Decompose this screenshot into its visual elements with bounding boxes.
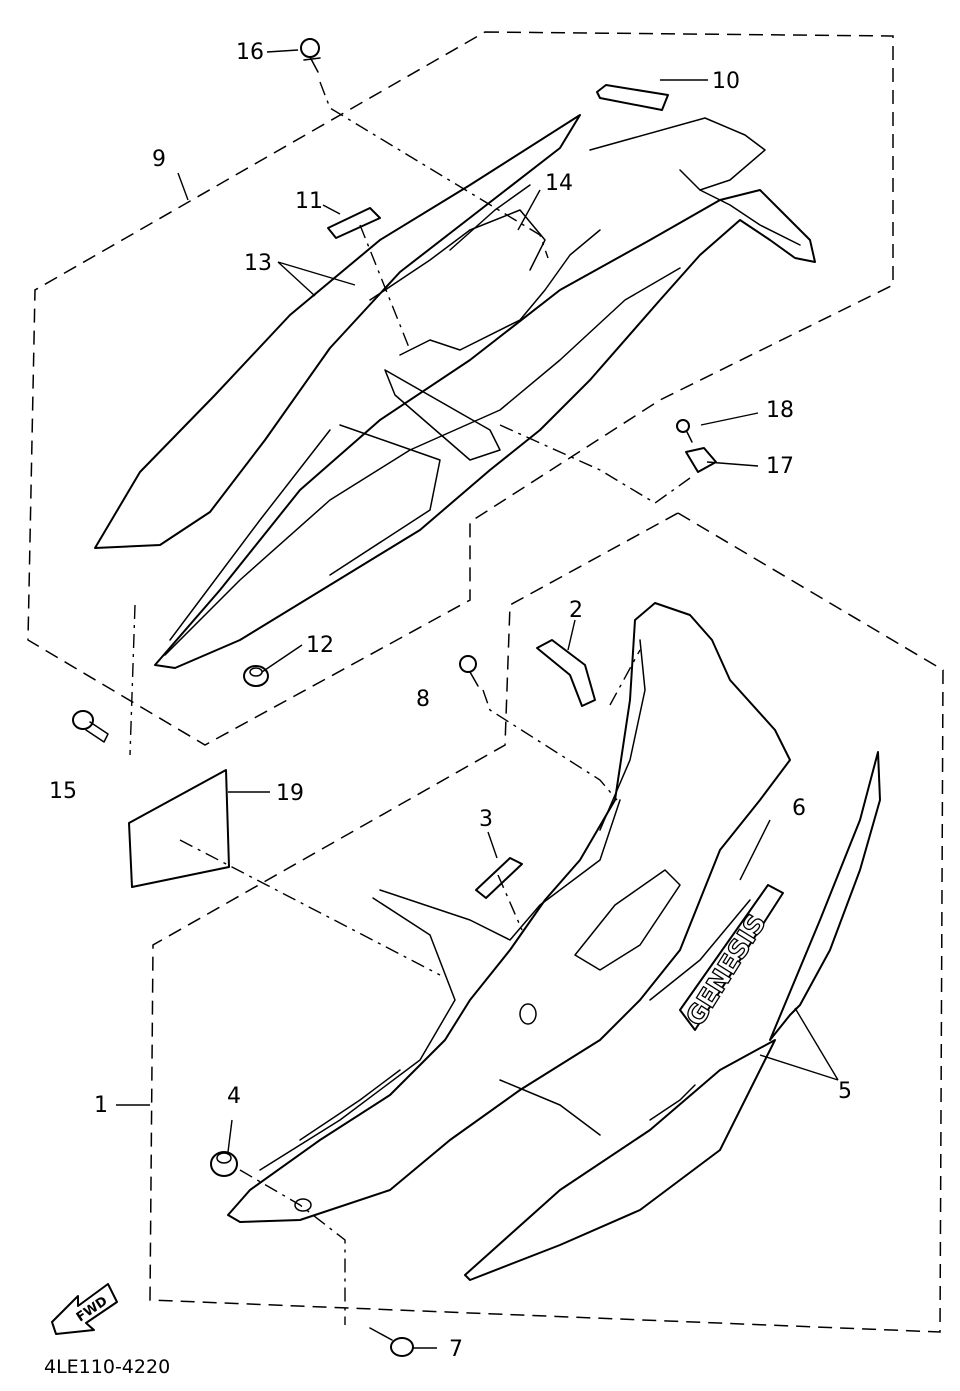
part-10-strip — [596, 84, 669, 111]
callout-12: 12 — [306, 633, 334, 658]
callout-14: 14 — [545, 171, 573, 196]
callout-11: 11 — [295, 189, 323, 214]
callout-5: 5 — [838, 1079, 852, 1104]
fwd-arrow-icon: FWD — [51, 1283, 118, 1335]
part-18-screw — [676, 419, 693, 443]
callout-4: 4 — [227, 1084, 241, 1109]
part-17-clip-nut — [685, 447, 717, 473]
callout-3: 3 — [479, 807, 493, 832]
group-1-dashed-outline — [149, 512, 944, 1333]
drawing-code: 4LE110-4220 — [44, 1356, 170, 1378]
callout-9: 9 — [152, 147, 166, 172]
callout-16: 16 — [236, 40, 264, 65]
part-2-strip — [536, 639, 596, 707]
part-19-sheet — [128, 769, 230, 888]
callout-7: 7 — [449, 1337, 463, 1362]
part-8-bolt — [459, 655, 479, 687]
part-6-emblem-plate: GENESIS — [679, 884, 784, 1032]
callout-10: 10 — [712, 69, 740, 94]
part-4-grommet — [210, 1151, 238, 1177]
callout-8: 8 — [416, 687, 430, 712]
callout-13: 13 — [244, 251, 272, 276]
part-16-bolt — [300, 38, 321, 73]
callout-2: 2 — [569, 598, 583, 623]
part-5-side-strips — [464, 751, 881, 1281]
group-9-dashed-outline — [27, 31, 894, 746]
leader-lines — [116, 49, 839, 1349]
callout-18: 18 — [766, 398, 794, 423]
callout-19: 19 — [276, 781, 304, 806]
callout-1: 1 — [94, 1093, 108, 1118]
part-15-bolt — [72, 710, 109, 743]
callout-labels: 16 10 9 14 11 13 18 17 2 12 8 15 19 6 3 … — [49, 40, 852, 1362]
part-11-pad — [327, 207, 381, 239]
callout-6: 6 — [792, 796, 806, 821]
part-12-grommet — [243, 665, 269, 687]
side-cover — [227, 602, 791, 1223]
callout-15: 15 — [49, 779, 77, 804]
upper-tail-cowl — [94, 114, 816, 669]
callout-17: 17 — [766, 454, 794, 479]
part-7-bolt — [369, 1327, 414, 1357]
alignment-lines — [129, 81, 691, 1325]
